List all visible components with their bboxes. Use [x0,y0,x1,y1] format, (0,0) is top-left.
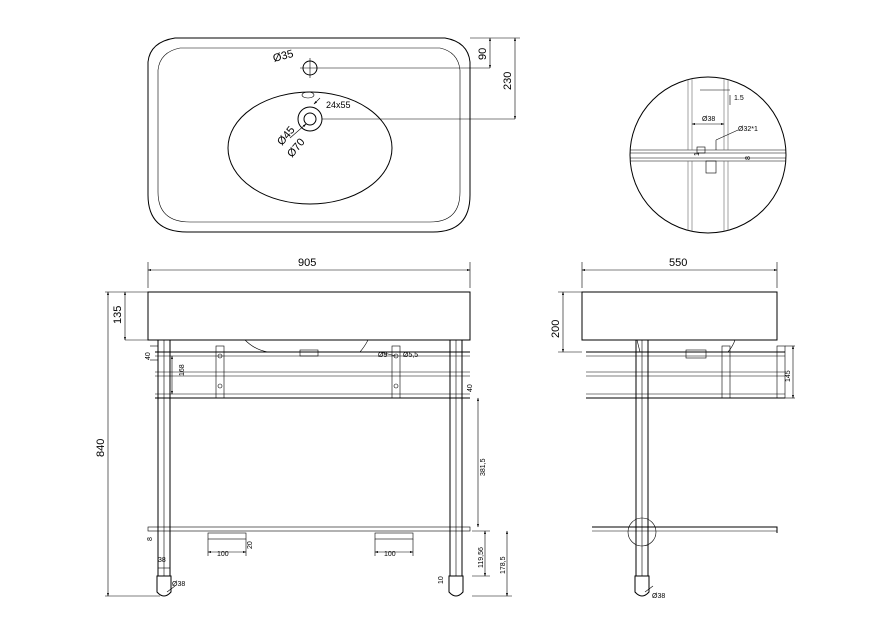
dim-phi-5-5: Ø5,5 [403,352,418,359]
detail-dim-32: Ø32*1 [738,126,758,133]
drain-inner [303,112,317,126]
side-height-dim: 200 [550,320,562,338]
bowl-ellipse [227,91,393,205]
slot-dim: 24x55 [326,100,351,110]
dim-100-right: 100 [384,551,396,558]
side-dim-145: 145 [785,370,792,382]
drain-outer [297,106,323,132]
top-view: Ø35 24x55 Ø45 Ø70 90 230 [147,37,520,233]
dim-40-left: 40 [145,352,152,360]
side-basin [581,291,778,341]
front-view: 905 135 840 [95,257,512,597]
front-basin [147,291,471,341]
dim-phi-9: Ø9 [378,352,387,359]
detail-dim-1-5: 1.5 [734,95,744,102]
tap-hole-dim: Ø35 [272,48,295,65]
detail-dim-1: 1 [694,152,701,156]
dim-178-5: 178,5 [500,556,507,574]
detail-dim-38: Ø38 [702,116,715,123]
detail-dim-8: 8 [745,156,752,160]
detail-circle [629,76,787,234]
side-width-dim: 550 [669,257,687,269]
dim-40-right: 40 [467,384,474,392]
side-detail-marker [627,517,657,547]
dim-20: 20 [247,541,254,549]
front-width-dim: 905 [298,257,316,269]
front-top-height-dim: 135 [112,306,124,324]
dim-100-left: 100 [217,551,229,558]
dim-119-56: 119,56 [478,547,485,568]
foot-left-dim: Ø38 [172,581,185,588]
dim-10: 10 [438,576,445,584]
dim-381-5: 381,5 [480,458,487,476]
dim-38: 38 [158,557,166,564]
detail-view: 1.5 Ø38 Ø32*1 1 8 [629,76,787,234]
side-foot-dim: Ø38 [652,593,665,600]
overflow-slot [301,91,315,99]
basin-inner-rim [157,47,461,223]
dim-168: 168 [179,364,186,376]
front-total-height-dim: 840 [95,439,107,457]
side-view: 550 200 145 Ø38 [550,257,795,600]
dim-90: 90 [477,48,489,60]
dim-8: 8 [147,537,154,541]
dim-230: 230 [502,72,514,90]
basin-outline [147,37,471,233]
front-shelf [147,526,471,532]
